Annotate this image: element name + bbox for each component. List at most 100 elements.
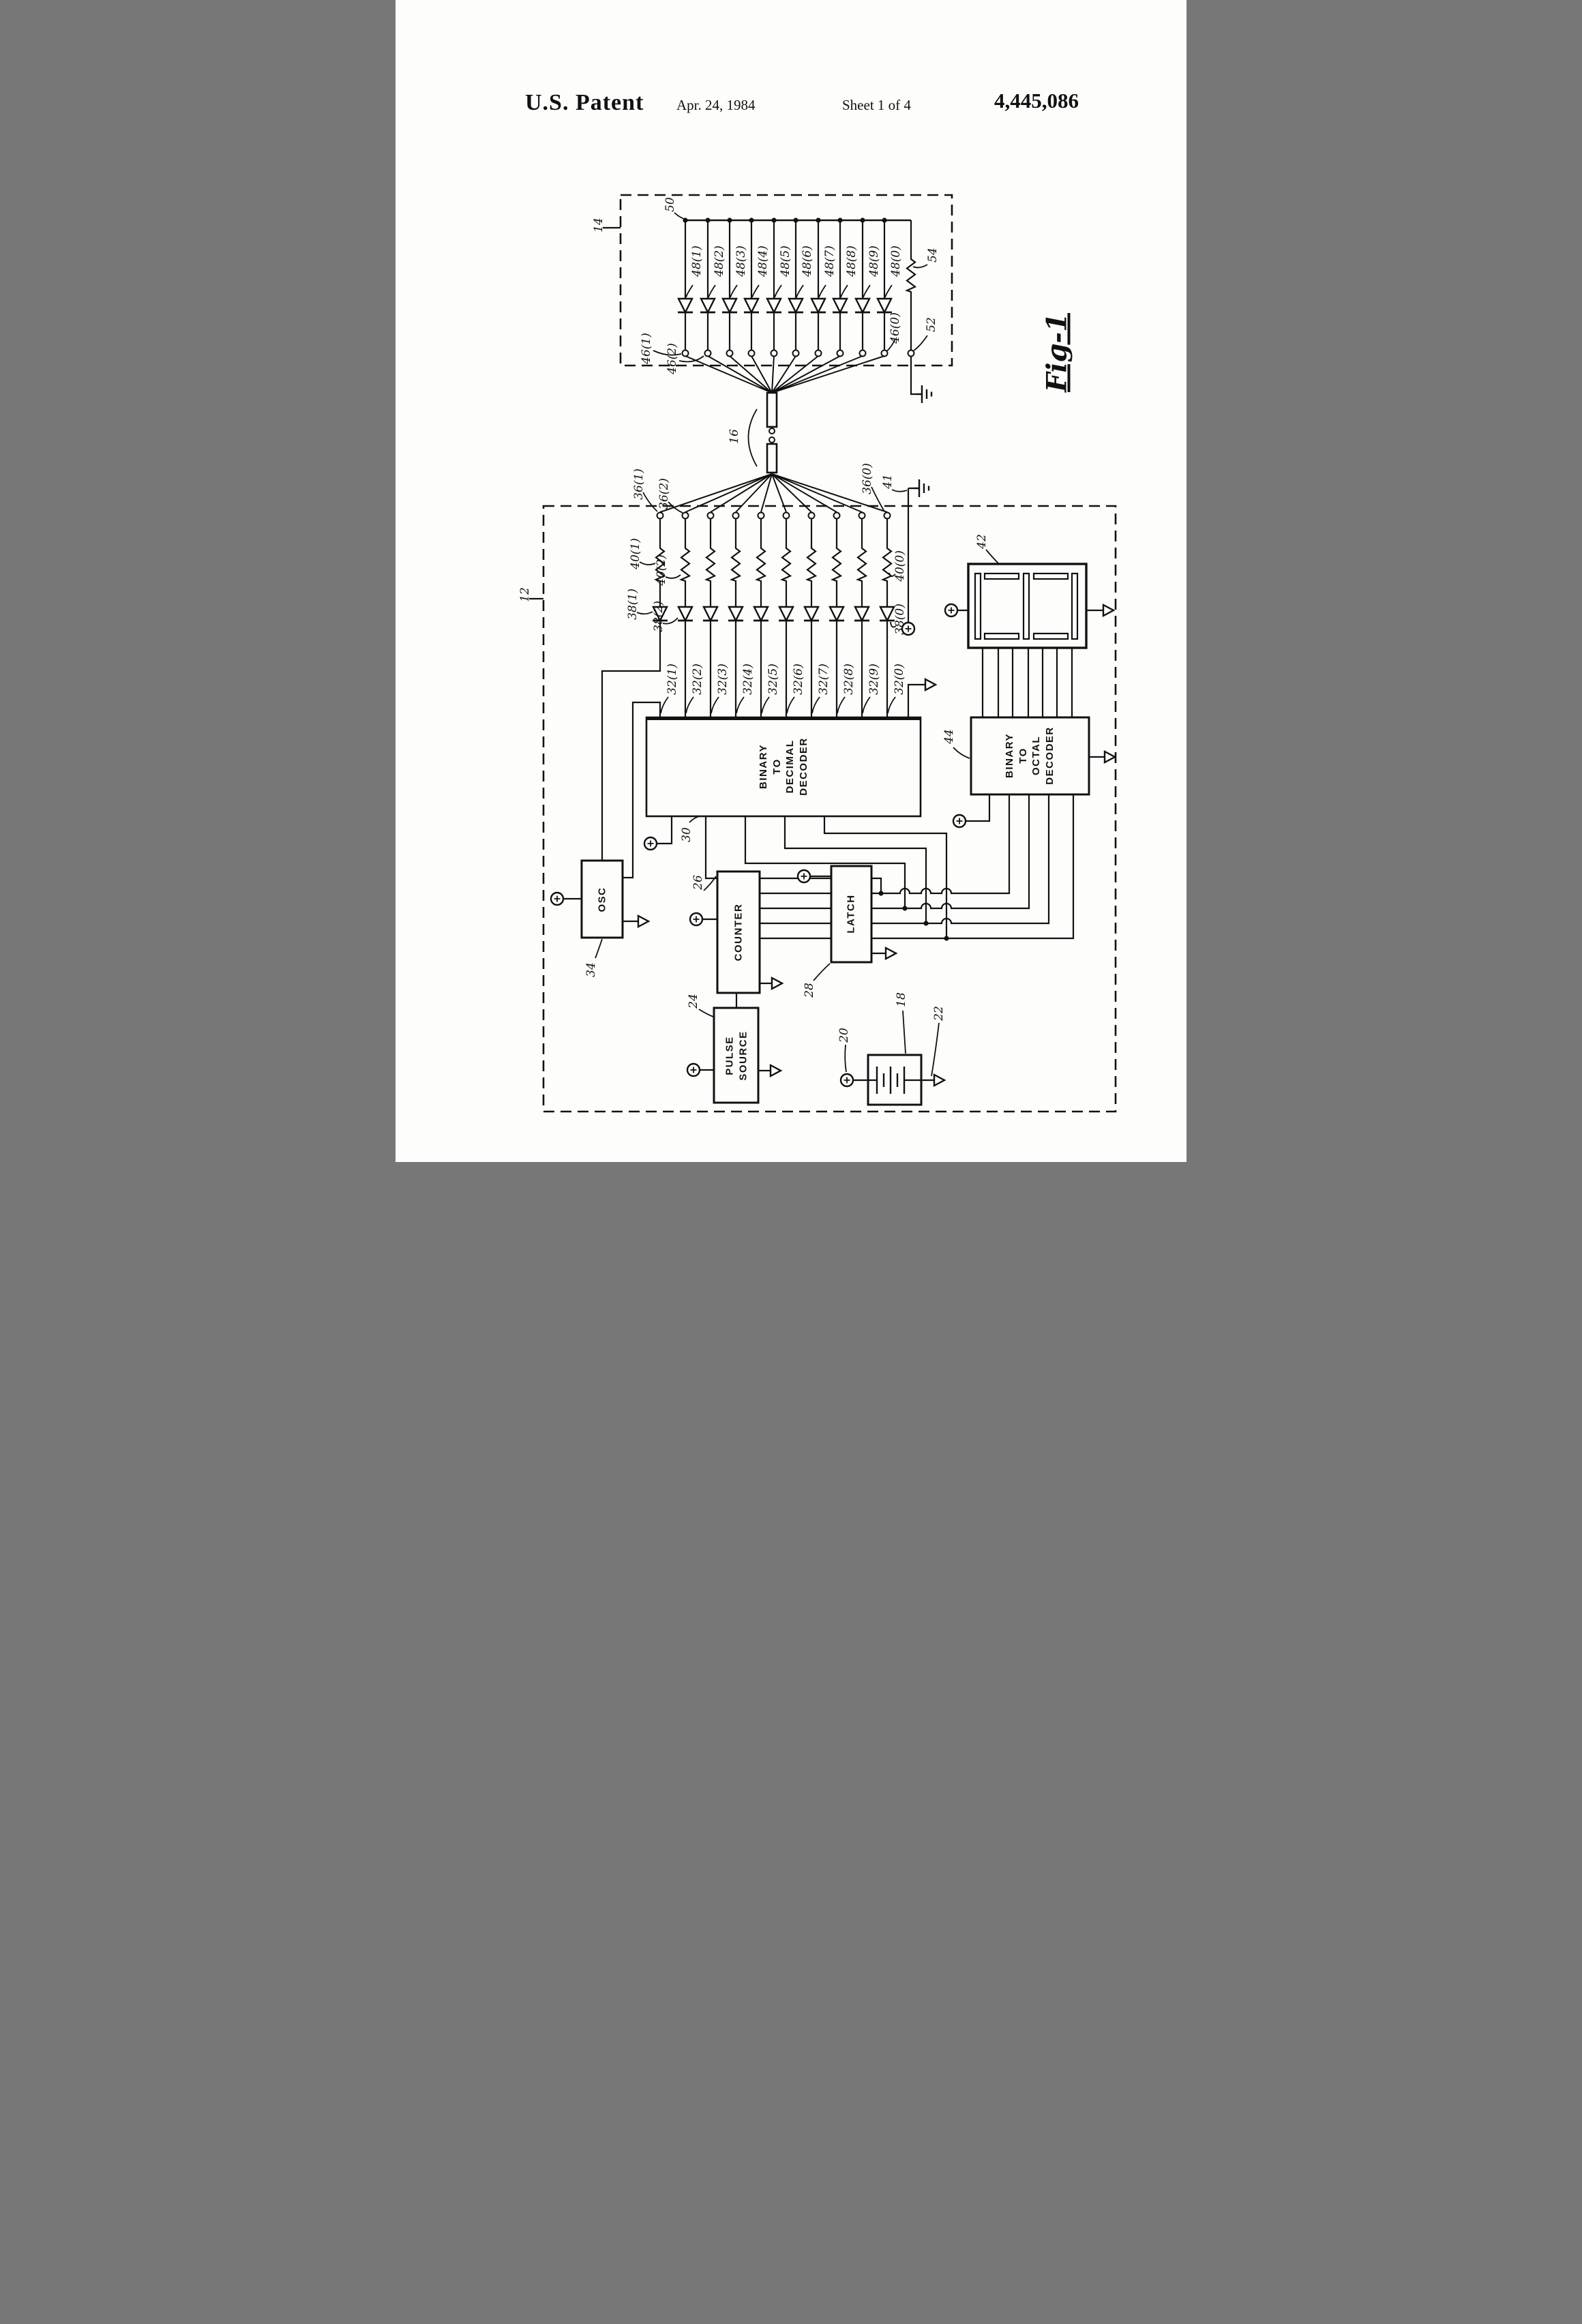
arrow-icon <box>1102 604 1115 617</box>
ref-display-unit: 14 <box>592 218 606 233</box>
counter-label: COUNTER <box>732 903 745 962</box>
arrow-icon <box>637 914 650 928</box>
ref-led: 48(6) <box>801 245 814 277</box>
publication-title: U.S. Patent <box>525 90 644 115</box>
ref-dropping-resistor: 54 <box>926 248 940 263</box>
ref-led: 48(3) <box>734 245 748 277</box>
latch-box <box>830 865 873 964</box>
octal-decoder-wires <box>966 756 1105 822</box>
ref-resistor: 40(2) <box>655 554 668 586</box>
pulse-source-line: PULSE <box>723 1036 736 1075</box>
decoder-plus-terminal <box>643 836 658 851</box>
arrow-icon <box>884 947 897 960</box>
decoder-line: TO <box>1017 747 1029 764</box>
line-terminal-circles <box>656 511 891 520</box>
octal-decoder-box <box>970 716 1090 796</box>
column1-to-osc <box>601 621 661 861</box>
decimal-decoder-box <box>645 716 922 818</box>
ref-line-terminal: 36(2) <box>657 478 671 509</box>
octal-decoder-label: BINARY TO OCTAL DECODER <box>1003 726 1056 785</box>
ground-41-icon <box>912 478 930 498</box>
octal-plus-terminal <box>952 814 967 829</box>
pulse-source-line: SOURCE <box>737 1030 749 1081</box>
display-unit-box <box>603 194 953 367</box>
patent-number: 4,445,086 <box>994 89 1079 113</box>
decimal-decoder-label: BINARY TO DECIMAL DECODER <box>757 737 810 796</box>
common-line-52-to-ground <box>910 356 916 396</box>
matrix-columns <box>601 518 889 879</box>
osc-to-decoder-input <box>623 701 661 879</box>
ref-led: 48(9) <box>867 245 881 277</box>
arrow-icon <box>771 977 783 990</box>
circuit-drawing <box>529 194 1117 1113</box>
keyboard-unit-box <box>529 505 1117 1113</box>
osc-plus-terminal <box>550 891 565 906</box>
decoder-line: BINARY <box>758 744 769 789</box>
ground-52-icon <box>915 384 933 404</box>
ref-battery: 18 <box>895 992 908 1007</box>
ref-line-terminal: 36(1) <box>632 468 646 500</box>
ref-display: 42 <box>975 534 989 549</box>
arrow-icon <box>1103 750 1116 764</box>
ref-ground: 41 <box>881 474 895 489</box>
junction-dots <box>878 891 949 941</box>
ref-led-terminal: 46(0) <box>889 312 902 344</box>
resistor-54-zigzag <box>906 256 916 295</box>
ref-diode: 38(1) <box>626 589 640 620</box>
led-terminal-circles <box>681 349 915 357</box>
pulse-source-box <box>713 1007 760 1104</box>
ref-led-terminal: 46(2) <box>666 343 679 374</box>
decoder-line: OCTAL <box>1030 735 1042 776</box>
matrix-resistor-icons <box>655 545 893 584</box>
ref-resistor: 40(1) <box>629 538 642 569</box>
pulse-source-label: PULSE SOURCE <box>723 1030 750 1080</box>
ref-pulse-source: 24 <box>687 994 700 1009</box>
counter-to-latch-lines <box>760 892 831 940</box>
seven-segment-display-box <box>967 563 1088 649</box>
ref-keyboard-unit: 12 <box>518 587 532 602</box>
ref-led: 48(0) <box>889 245 903 277</box>
fan-lower <box>659 473 888 513</box>
leader-lines-lower <box>595 486 999 1077</box>
led-columns <box>684 220 886 350</box>
arrow-icon <box>933 1073 946 1087</box>
arrow-icon <box>924 678 937 691</box>
latch-wires <box>810 875 886 955</box>
decoder-output-staircase <box>704 816 948 938</box>
pulse-source-plus-terminal <box>686 1062 701 1077</box>
figure-label: Fig-1 <box>1041 313 1073 392</box>
fan-upper <box>685 355 885 393</box>
decimal-decoder-strobe-arrow <box>907 683 925 717</box>
ref-led: 48(5) <box>779 245 792 277</box>
ref-octal-decoder: 44 <box>942 729 956 744</box>
ref-cable: 16 <box>728 429 741 444</box>
cable-16-leader-arc <box>747 408 758 467</box>
matrix-diode-icons <box>651 606 896 622</box>
ref-resistor: 40(0) <box>893 550 907 582</box>
leader-lines-top <box>653 212 928 363</box>
counter-box <box>716 870 761 994</box>
osc-box <box>580 859 624 939</box>
ref-decoder-input: 32(6) <box>792 664 805 695</box>
counter-wires <box>702 918 772 1008</box>
decoder-line: DECODER <box>1043 726 1056 785</box>
cable-16 <box>747 391 778 474</box>
osc-wires <box>563 897 638 923</box>
display-plus-terminal <box>944 603 959 618</box>
ref-decimal-decoder: 30 <box>680 827 693 842</box>
latch-label: LATCH <box>845 894 857 934</box>
ref-decoder-input: 32(0) <box>893 664 906 695</box>
osc-label: OSC <box>596 887 608 912</box>
battery-plus-terminal <box>839 1073 854 1088</box>
issue-date: Apr. 24, 1984 <box>676 97 756 113</box>
ref-osc: 34 <box>584 962 598 977</box>
ref-bus: 50 <box>663 197 677 212</box>
ref-led: 48(7) <box>823 245 837 277</box>
ref-battery-plus: 20 <box>837 1028 851 1043</box>
ref-line-terminal: 36(0) <box>861 463 874 494</box>
ref-decoder-input: 32(4) <box>741 664 755 695</box>
sheet-number: Sheet 1 of 4 <box>842 97 911 113</box>
ref-led: 48(4) <box>756 245 770 277</box>
decoder-line: BINARY <box>1004 733 1015 778</box>
decoder-line: TO <box>771 758 783 775</box>
